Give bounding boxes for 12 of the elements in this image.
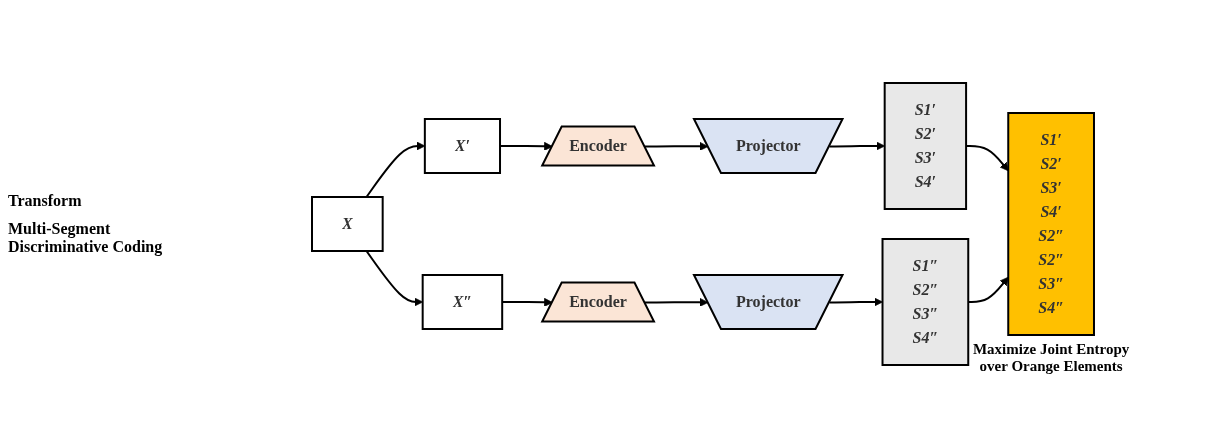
- arrow: [643, 298, 709, 307]
- node-box: S1″ S2″ S3″ S4″: [881, 238, 970, 366]
- note-text: Multi-Segment Discriminative Coding: [8, 220, 164, 256]
- caption-text: Maximize Joint Entropy over Orange Elements: [971, 341, 1131, 375]
- node-box: X′: [423, 118, 501, 174]
- node-box: S1′ S2′ S3′ S4′: [883, 82, 968, 210]
- arrow: [643, 142, 709, 151]
- note-text: Transform: [8, 192, 83, 210]
- node-box: X″: [421, 274, 504, 330]
- node-box: S1′ S2′ S3′ S4′ S2″ S2″ S3″ S4″: [1007, 112, 1095, 336]
- node-box: X: [311, 196, 384, 252]
- arrow: [828, 297, 883, 307]
